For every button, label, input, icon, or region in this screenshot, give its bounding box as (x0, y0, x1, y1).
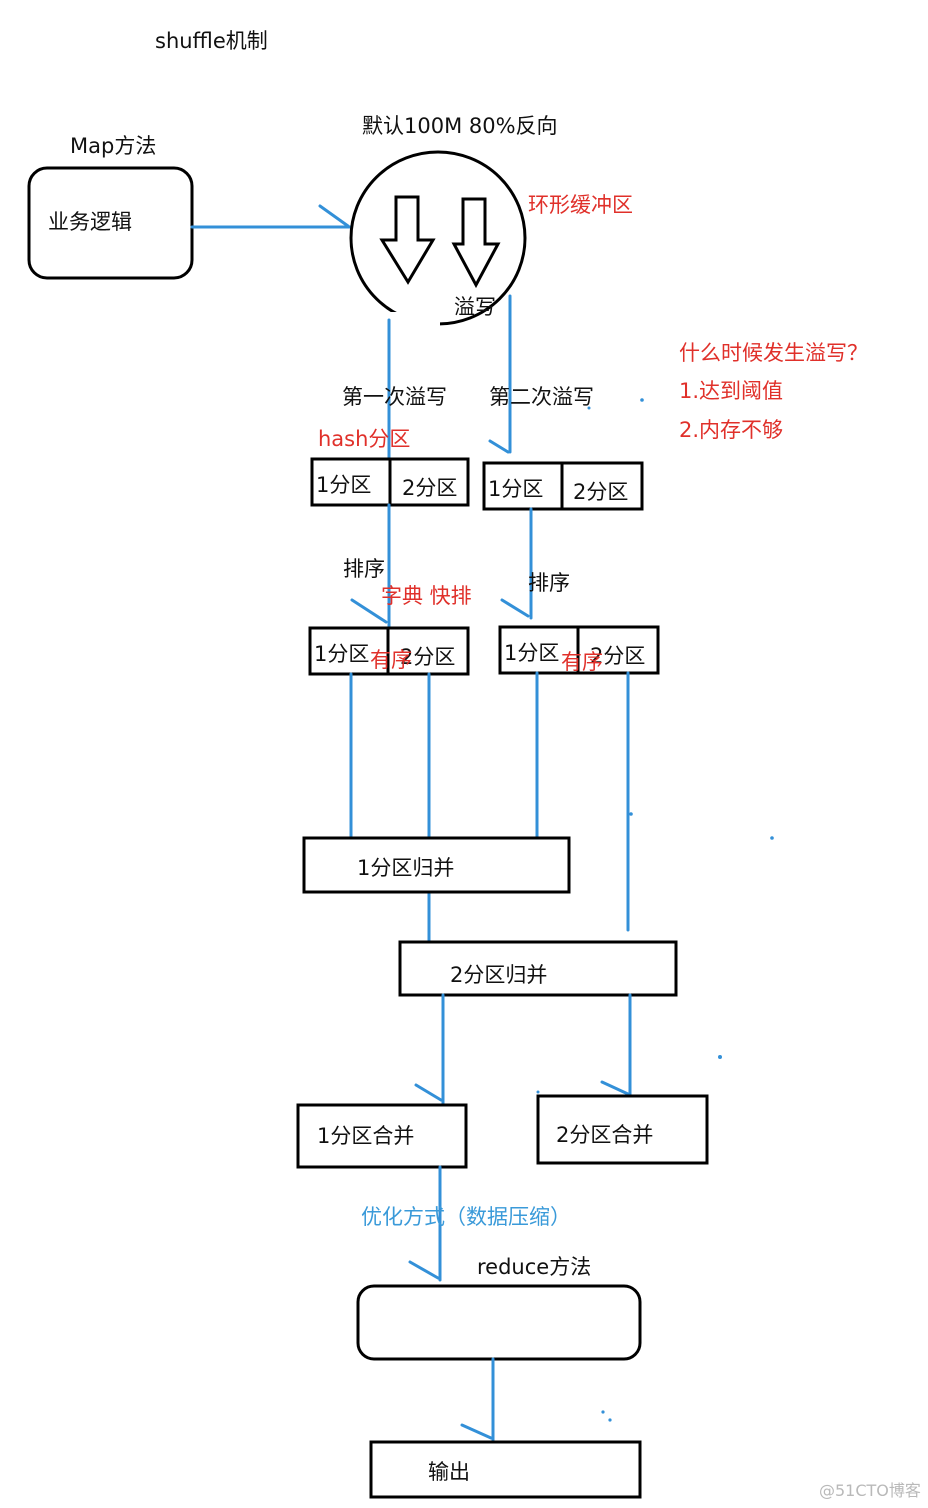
stray-dot (629, 812, 633, 816)
sort-label: 排序 (528, 571, 570, 595)
spill-question-item-1: 1.达到阈值 (679, 379, 783, 403)
map-business-logic-box (27, 166, 194, 280)
business-logic-label: 业务逻辑 (48, 210, 132, 234)
merge-to-p1-combine-arrowhead (414, 1083, 443, 1102)
map-to-buffer-arrowhead (318, 204, 350, 228)
partition-2-label: 2分区 (402, 476, 457, 500)
partition-1-label: 1分区 (316, 473, 371, 497)
first-sort-arrowhead (350, 598, 388, 624)
hash-partition-label: hash分区 (318, 427, 410, 451)
partition-1-label: 1分区 (488, 477, 543, 501)
partition-2-label: 2分区 (590, 644, 645, 668)
sort-method-label: 字典 快排 (381, 584, 472, 608)
ordered-label: 有序 (370, 648, 412, 672)
second-sort-arrowhead (500, 598, 530, 618)
partition-1-combine-box (296, 1103, 468, 1169)
sort-label: 排序 (343, 557, 385, 581)
partition-1-combine-label: 1分区合并 (317, 1124, 414, 1148)
reduce-method-title: reduce方法 (477, 1255, 591, 1279)
down-arrow-icon (451, 197, 501, 289)
partition-2-merge-label: 2分区归并 (450, 963, 547, 987)
stray-dot (770, 836, 774, 840)
map-method-title: Map方法 (70, 134, 156, 158)
spill-label: 溢写 (454, 295, 496, 319)
buffer-default-label: 默认100M 80%反向 (362, 114, 558, 138)
reduce-to-output-arrowhead (460, 1423, 493, 1440)
ring-buffer-gap (380, 312, 440, 330)
stray-dot (601, 1410, 605, 1414)
partition-1-merge-box (302, 836, 571, 894)
optimization-label: 优化方式（数据压缩） (361, 1205, 571, 1229)
partition-1-merge-label: 1分区归并 (357, 856, 454, 880)
diagram-title: shuffle机制 (155, 29, 268, 53)
partition-2-label: 2分区 (400, 645, 455, 669)
second-spill-arrowhead (488, 439, 510, 454)
reduce-box (356, 1284, 642, 1361)
partition-1-label: 1分区 (314, 642, 369, 666)
ring-buffer-circle (349, 150, 527, 326)
stray-dot (536, 1090, 540, 1094)
combine-to-reduce-arrowhead (408, 1260, 440, 1280)
ring-buffer-label: 环形缓冲区 (528, 193, 633, 217)
partition-2-combine-label: 2分区合并 (556, 1123, 653, 1147)
first-spill-label: 第一次溢写 (342, 385, 447, 409)
partition-2-combine-box (536, 1094, 709, 1165)
merge-to-p2-combine-arrowhead (600, 1080, 630, 1096)
stray-dot (718, 1055, 722, 1059)
output-box (369, 1440, 642, 1499)
output-label: 输出 (428, 1460, 470, 1484)
spill-question-title: 什么时候发生溢写？ (679, 341, 868, 365)
ordered-label: 有序 (561, 650, 603, 674)
second-spill-label: 第二次溢写 (489, 385, 594, 409)
watermark: @51CTO博客 (819, 1481, 921, 1500)
spill-question-item-2: 2.内存不够 (679, 418, 783, 442)
partition-2-merge-box (398, 940, 678, 997)
down-arrow-icon (379, 195, 436, 285)
partition-2-label: 2分区 (573, 480, 628, 504)
stray-dot (640, 398, 644, 402)
stray-dot (587, 406, 591, 410)
stray-dot (608, 1418, 612, 1422)
partition-1-label: 1分区 (504, 641, 559, 665)
